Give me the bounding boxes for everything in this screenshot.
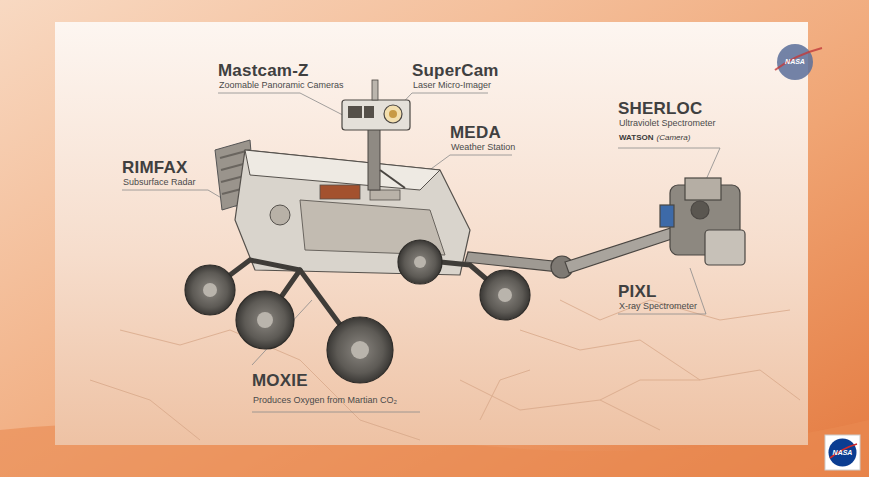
instrument-description: Ultraviolet Spectrometer xyxy=(619,119,716,129)
instrument-description: X-ray Spectrometer xyxy=(619,302,697,312)
instrument-name: PIXL xyxy=(618,283,657,302)
instrument-description: Laser Micro-Imager xyxy=(413,81,491,91)
instrument-name: MOXIE xyxy=(252,372,308,391)
instrument-description: Produces Oxygen from Martian CO₂ xyxy=(253,396,397,406)
instrument-description: Weather Station xyxy=(451,143,515,153)
instrument-name: SuperCam xyxy=(412,62,499,81)
instrument-description: (Camera) xyxy=(657,134,691,143)
logo-text: NASA xyxy=(785,58,805,66)
instrument-name: MEDA xyxy=(450,124,501,143)
instrument-name: SHERLOC xyxy=(618,100,703,119)
instrument-description: Zoomable Panoramic Cameras xyxy=(219,81,344,91)
instrument-name: RIMFAX xyxy=(122,159,187,178)
logo-text: NASA xyxy=(833,449,853,457)
instrument-name: Mastcam-Z xyxy=(218,62,309,81)
instrument-description: Subsurface Radar xyxy=(123,178,196,188)
instrument-name: WATSON xyxy=(619,134,654,143)
